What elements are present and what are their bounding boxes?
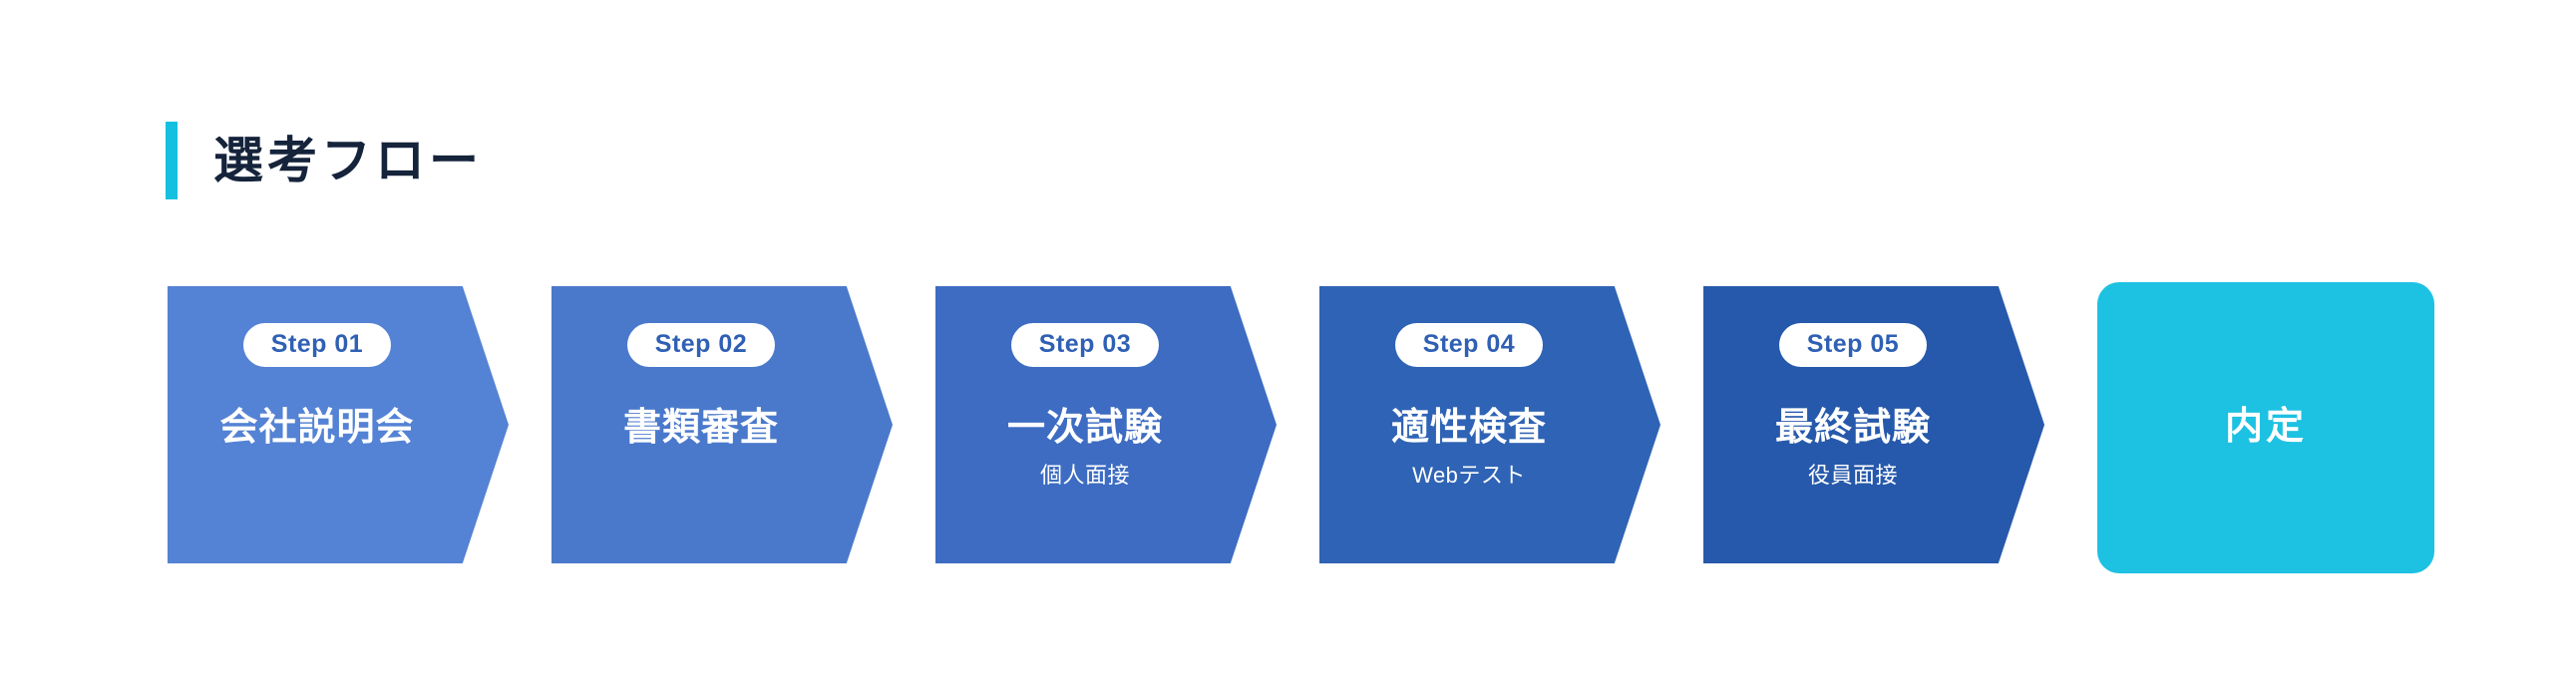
flow-step-5[interactable]: Step 05 最終試験 役員面接 [1703, 286, 2044, 563]
flow-step-1[interactable]: Step 01 会社説明会 [168, 286, 509, 563]
step-badge: Step 04 [1394, 323, 1544, 368]
step-badge: Step 03 [1010, 323, 1160, 368]
step-badge: Step 01 [242, 323, 392, 368]
page-title: 選考フロー [213, 133, 483, 188]
flow-step-2-content: Step 02 書類審査 [552, 286, 851, 563]
title-accent-bar [166, 122, 178, 199]
final-offer-card[interactable]: 内定 [2097, 282, 2434, 573]
flow-step-5-content: Step 05 最終試験 役員面接 [1703, 286, 2003, 563]
step-title: 書類審査 [622, 407, 779, 450]
flow-step-2[interactable]: Step 02 書類審査 [552, 286, 893, 563]
step-badge: Step 05 [1778, 323, 1928, 368]
flow-step-4[interactable]: Step 04 適性検査 Webテスト [1319, 286, 1660, 563]
final-offer-label: 内定 [2224, 406, 2307, 449]
step-subtitle: Webテスト [1412, 463, 1526, 489]
flow-step-3-content: Step 03 一次試験 個人面接 [935, 286, 1235, 563]
selection-flow: Step 01 会社説明会 Step 02 書類審査 Step 03 一次試験 … [168, 282, 2434, 573]
step-subtitle: 役員面接 [1807, 463, 1898, 489]
flow-step-4-content: Step 04 適性検査 Webテスト [1319, 286, 1619, 563]
step-subtitle: 個人面接 [1039, 463, 1130, 489]
step-badge: Step 02 [626, 323, 776, 368]
step-title: 会社説明会 [219, 407, 415, 450]
page-title-block: 選考フロー [166, 122, 483, 199]
step-title: 適性検査 [1390, 407, 1547, 450]
flow-step-1-content: Step 01 会社説明会 [168, 286, 467, 563]
step-title: 最終試験 [1774, 407, 1931, 450]
step-title: 一次試験 [1006, 407, 1163, 450]
flow-step-3[interactable]: Step 03 一次試験 個人面接 [935, 286, 1277, 563]
